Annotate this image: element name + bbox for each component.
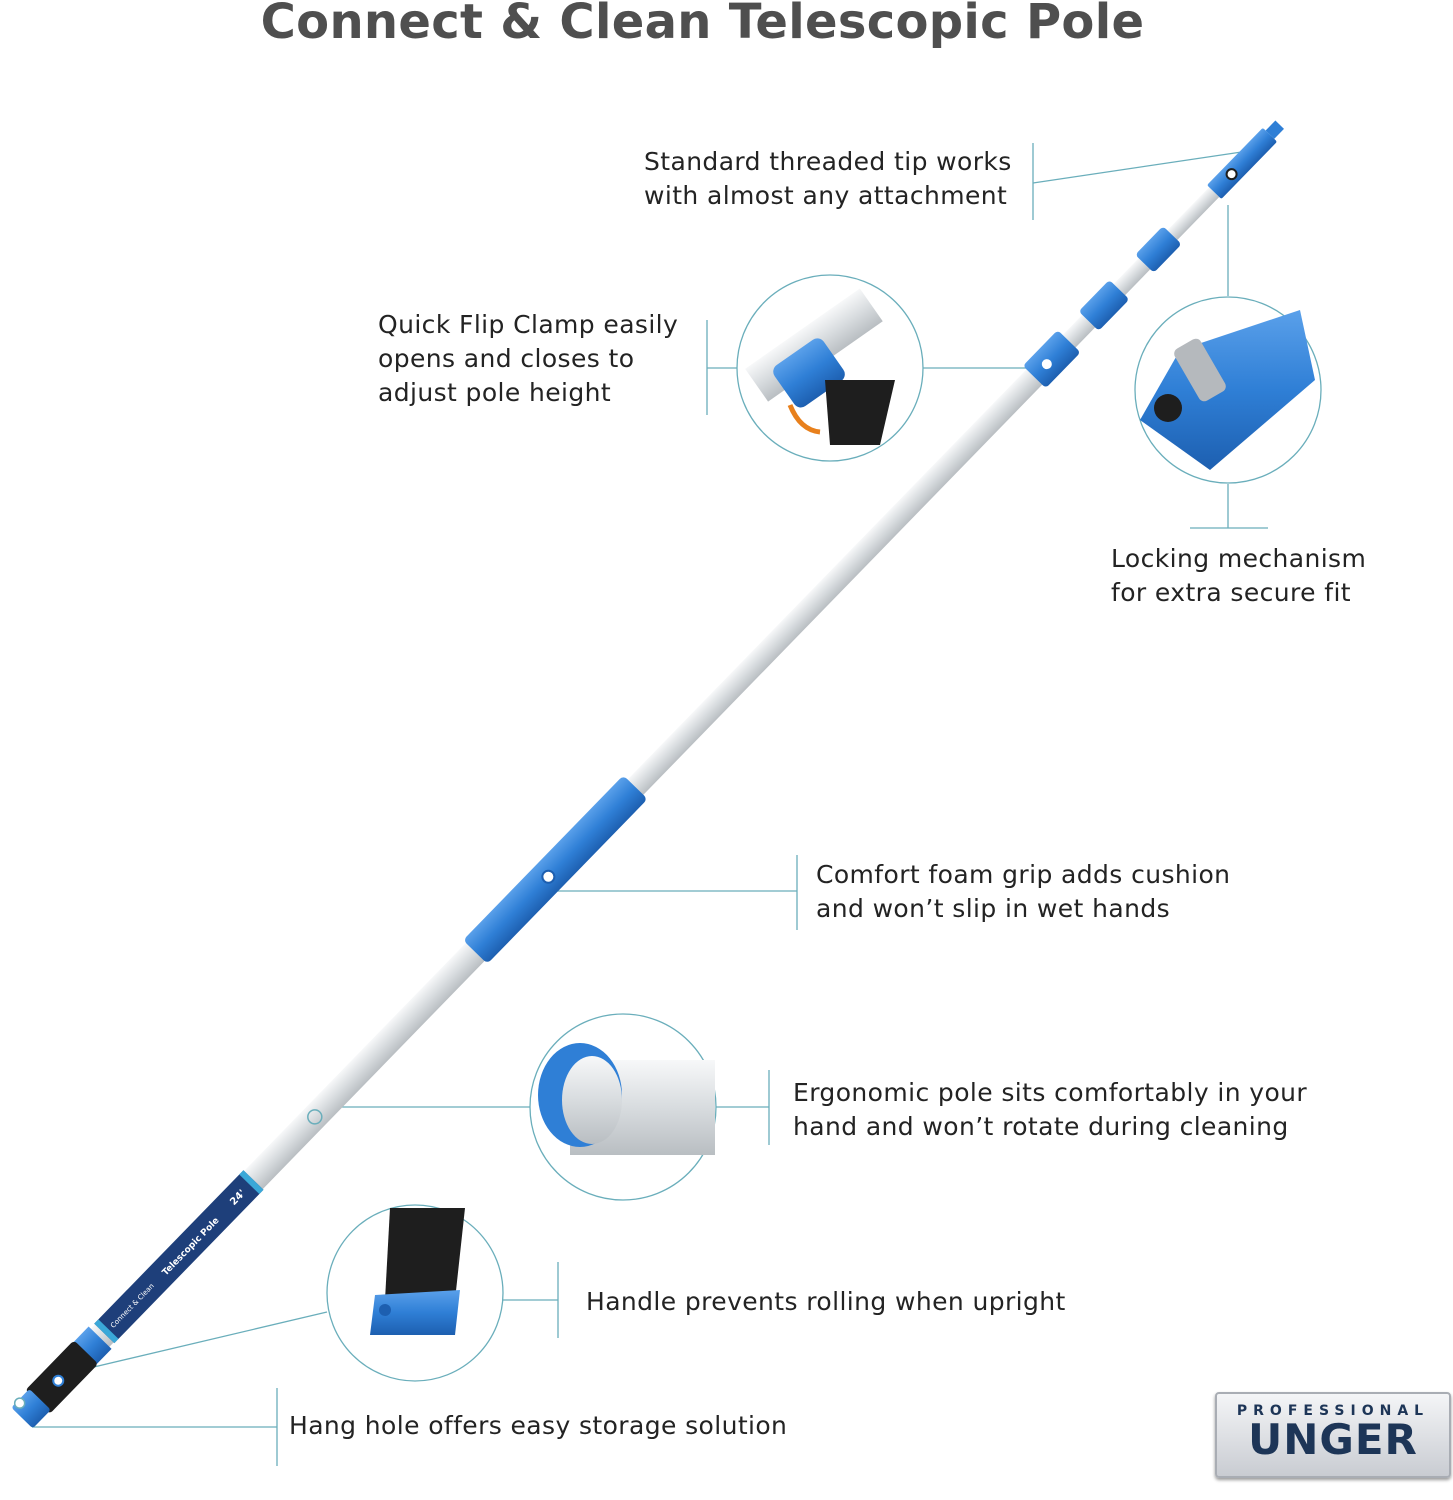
- pole-label: [94, 1170, 264, 1344]
- telescopic-pole: Connect & Clean Telescopic Pole 24': [12, 120, 1284, 1428]
- ergonomic-detail-circle: [529, 1013, 717, 1201]
- locking-detail-circle: [1134, 296, 1322, 484]
- hang-hole: [13, 1397, 26, 1409]
- clamp-detail-circle: [736, 274, 924, 462]
- callout-hang-hole: Hang hole offers easy storage solution: [289, 1411, 788, 1440]
- page-title: Connect & Clean Telescopic Pole: [260, 0, 1145, 50]
- flip-clamps: [1024, 227, 1180, 387]
- threaded-tip: [1207, 128, 1277, 199]
- callout-handle: Handle prevents rolling when upright: [586, 1287, 1066, 1316]
- foam-grip: [465, 777, 646, 962]
- black-handle: [26, 1341, 97, 1413]
- unger-logo: PROFESSIONAL UNGER: [1215, 1392, 1451, 1478]
- handle-detail-circle: [326, 1204, 504, 1382]
- callout-lines: [32, 143, 1268, 1466]
